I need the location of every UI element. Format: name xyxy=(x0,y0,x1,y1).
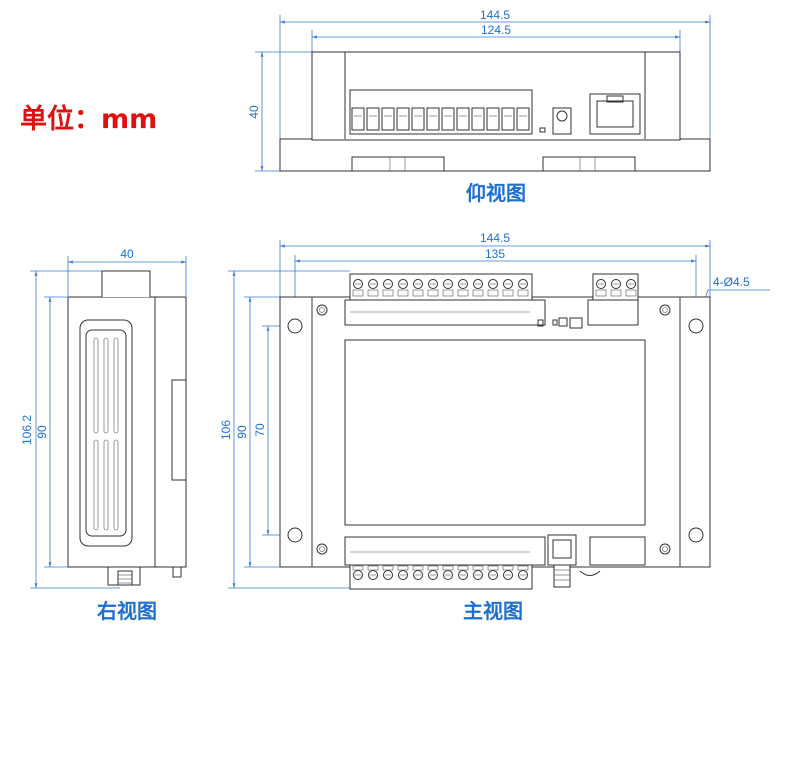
vent-slot xyxy=(93,439,99,531)
terminal-slot xyxy=(501,107,515,131)
terminal-screw xyxy=(428,279,438,289)
dim-main-overall-width-label: 144.5 xyxy=(480,231,510,245)
terminal-screw xyxy=(611,279,621,289)
mount-hole xyxy=(287,527,303,543)
terminal-slot xyxy=(441,107,455,131)
dim-hole-callout-label: 4-Ø4.5 xyxy=(713,275,750,289)
right-view-title: 右视图 xyxy=(97,599,157,623)
mount-hole xyxy=(688,527,704,543)
terminal-screw xyxy=(383,279,393,289)
terminal-slot xyxy=(486,107,500,131)
dim-overall-width-label: 144.5 xyxy=(480,8,510,22)
terminal-screw xyxy=(398,570,408,580)
terminal-screw xyxy=(353,279,363,289)
vent-slot xyxy=(113,439,119,531)
vent-slot xyxy=(103,337,109,434)
dim-right-body-height-label: 90 xyxy=(35,425,49,439)
terminal-screw xyxy=(488,279,498,289)
terminal-screw xyxy=(368,279,378,289)
terminal-screw xyxy=(503,570,513,580)
right-view: 40 106.2 90 xyxy=(20,247,187,589)
terminal-screw xyxy=(626,279,636,289)
terminal-screw xyxy=(443,570,453,580)
bottom-view-title: 仰视图 xyxy=(466,181,526,205)
main-view-title: 主视图 xyxy=(463,599,523,623)
mount-hole xyxy=(688,318,704,334)
dim-height-label: 40 xyxy=(247,105,261,119)
terminal-screw xyxy=(353,570,363,580)
dim-right-total-height-label: 106.2 xyxy=(20,415,34,445)
terminal-screw xyxy=(596,279,606,289)
terminal-slot xyxy=(381,107,395,131)
terminal-screw xyxy=(518,279,528,289)
terminal-screw xyxy=(458,279,468,289)
display-window xyxy=(344,339,646,526)
terminal-slot xyxy=(516,107,530,131)
terminal-screw xyxy=(428,570,438,580)
terminal-screw xyxy=(488,570,498,580)
bottom-view: 144.5 124.5 40 xyxy=(247,8,711,172)
mount-hole xyxy=(287,318,303,334)
terminal-slot xyxy=(471,107,485,131)
main-view: 144.5 135 4-Ø4.5 106 90 70 xyxy=(219,231,770,590)
terminal-screw xyxy=(413,570,423,580)
unit-label: 单位：mm xyxy=(20,103,157,135)
terminal-slot xyxy=(456,107,470,131)
vent-slot xyxy=(93,337,99,434)
terminal-screw xyxy=(383,570,393,580)
dim-main-body-height-label: 90 xyxy=(235,425,249,439)
vent-slot xyxy=(103,439,109,531)
dim-hole-spacing-label: 135 xyxy=(485,247,505,261)
terminal-screw xyxy=(413,279,423,289)
vent-slot xyxy=(113,337,119,434)
terminal-screw xyxy=(518,570,528,580)
terminal-slot xyxy=(351,107,365,131)
terminal-slot xyxy=(396,107,410,131)
terminal-screw xyxy=(473,570,483,580)
terminal-screw xyxy=(368,570,378,580)
terminal-slot xyxy=(366,107,380,131)
terminal-slot xyxy=(426,107,440,131)
dim-hole-vertical-label: 70 xyxy=(253,423,267,437)
terminal-screw xyxy=(503,279,513,289)
dim-inner-width-label: 124.5 xyxy=(481,23,511,37)
dim-main-total-height-label: 106 xyxy=(219,420,233,440)
dim-right-width-label: 40 xyxy=(120,247,134,261)
terminal-screw xyxy=(458,570,468,580)
terminal-slot xyxy=(411,107,425,131)
terminal-screw xyxy=(473,279,483,289)
terminal-screw xyxy=(443,279,453,289)
terminal-screw xyxy=(398,279,408,289)
